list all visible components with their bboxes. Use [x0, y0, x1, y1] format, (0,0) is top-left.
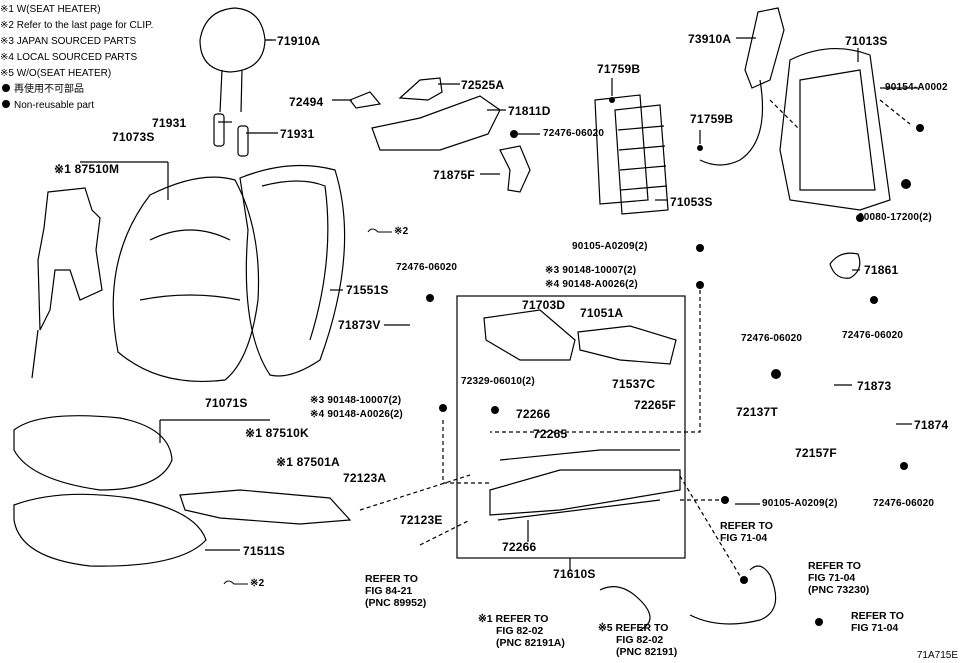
- label-71874: 71874: [914, 418, 949, 432]
- label-71610S: 71610S: [553, 567, 596, 581]
- label-72476-06020-d: 72476-06020: [741, 333, 803, 344]
- label-71511S: 71511S: [243, 544, 285, 558]
- label-71537C: 71537C: [612, 377, 656, 391]
- label-71873: 71873: [857, 379, 892, 393]
- label-72137T: 72137T: [736, 405, 778, 419]
- label-71931-a: 71931: [152, 116, 187, 130]
- label-72476-06020-c: 72476-06020: [842, 330, 904, 341]
- legend-note-2: ※2 Refer to the last page for CLIP.: [0, 20, 154, 31]
- label-72265: 72265: [533, 427, 568, 441]
- legend-non-reusable-jp: 再使用不可部品: [0, 82, 153, 98]
- legend-note-4: ※4 LOCAL SOURCED PARTS: [0, 52, 138, 63]
- label-73910A: 73910A: [688, 32, 732, 46]
- label-71931-b: 71931: [280, 127, 315, 141]
- label-71053S: 71053S: [670, 195, 713, 209]
- label-72476-06020-b: 72476-06020: [396, 262, 458, 273]
- clip-note-2: ※2: [250, 578, 265, 589]
- label-90154-A0002: 90154-A0002: [885, 82, 948, 93]
- label-72265F: 72265F: [634, 398, 676, 412]
- label-87510M: ※1 87510M: [54, 162, 120, 176]
- label-72123E: 72123E: [400, 513, 443, 527]
- label-71861: 71861: [864, 263, 899, 277]
- label-72157F: 72157F: [795, 446, 837, 460]
- label-72266-b: 72266: [502, 540, 537, 554]
- figure-code: 71A715E: [916, 650, 958, 661]
- label-90148-10007-a: ※3 90148-10007(2): [545, 265, 637, 276]
- label-87501A: ※1 87501A: [276, 455, 340, 469]
- label-87510K: ※1 87510K: [245, 426, 309, 440]
- label-72123A: 72123A: [343, 471, 387, 485]
- clip-note-1: ※2: [394, 226, 409, 237]
- label-72494: 72494: [289, 95, 324, 109]
- legend: ※1 W(SEAT HEATER) ※2 Refer to the last p…: [0, 2, 153, 114]
- legend-note-3: ※3 JAPAN SOURCED PARTS: [0, 36, 137, 47]
- label-72266-a: 72266: [516, 407, 551, 421]
- bullet-icon: [2, 100, 10, 108]
- label-90148-A0026-a: ※4 90148-A0026(2): [545, 279, 638, 290]
- label-71051A: 71051A: [580, 306, 624, 320]
- label-90105-A0209-a: 90105-A0209(2): [572, 241, 648, 252]
- label-71073S: 71073S: [112, 130, 155, 144]
- label-71910A: 71910A: [277, 34, 321, 48]
- label-71873V: 71873V: [338, 318, 381, 332]
- label-72525A: 72525A: [461, 78, 505, 92]
- label-71875F: 71875F: [433, 168, 475, 182]
- label-90148-A0026-b: ※4 90148-A0026(2): [310, 409, 403, 420]
- bullet-icon: [2, 84, 10, 92]
- label-71811D: 71811D: [508, 104, 551, 118]
- legend-note-5: ※5 W/O(SEAT HEATER): [0, 68, 112, 79]
- legend-note-1: ※1 W(SEAT HEATER): [0, 4, 101, 15]
- label-71071S: 71071S: [205, 396, 248, 410]
- legend-non-reusable-en: Non-reusable part: [0, 98, 153, 114]
- label-71703D: 71703D: [522, 298, 566, 312]
- label-72476-06020-e: 72476-06020: [873, 498, 935, 509]
- label-72476-06020-a: 72476-06020: [543, 128, 605, 139]
- label-90080-17200: 90080-17200(2): [858, 212, 932, 223]
- label-90148-10007-b: ※3 90148-10007(2): [310, 395, 402, 406]
- label-71759B-b: 71759B: [690, 112, 734, 126]
- label-71759B-a: 71759B: [597, 62, 641, 76]
- label-90105-A0209-b: 90105-A0209(2): [762, 498, 838, 509]
- label-71013S: 71013S: [845, 34, 888, 48]
- label-71551S: 71551S: [346, 283, 389, 297]
- label-72329-06010: 72329-06010(2): [461, 376, 535, 387]
